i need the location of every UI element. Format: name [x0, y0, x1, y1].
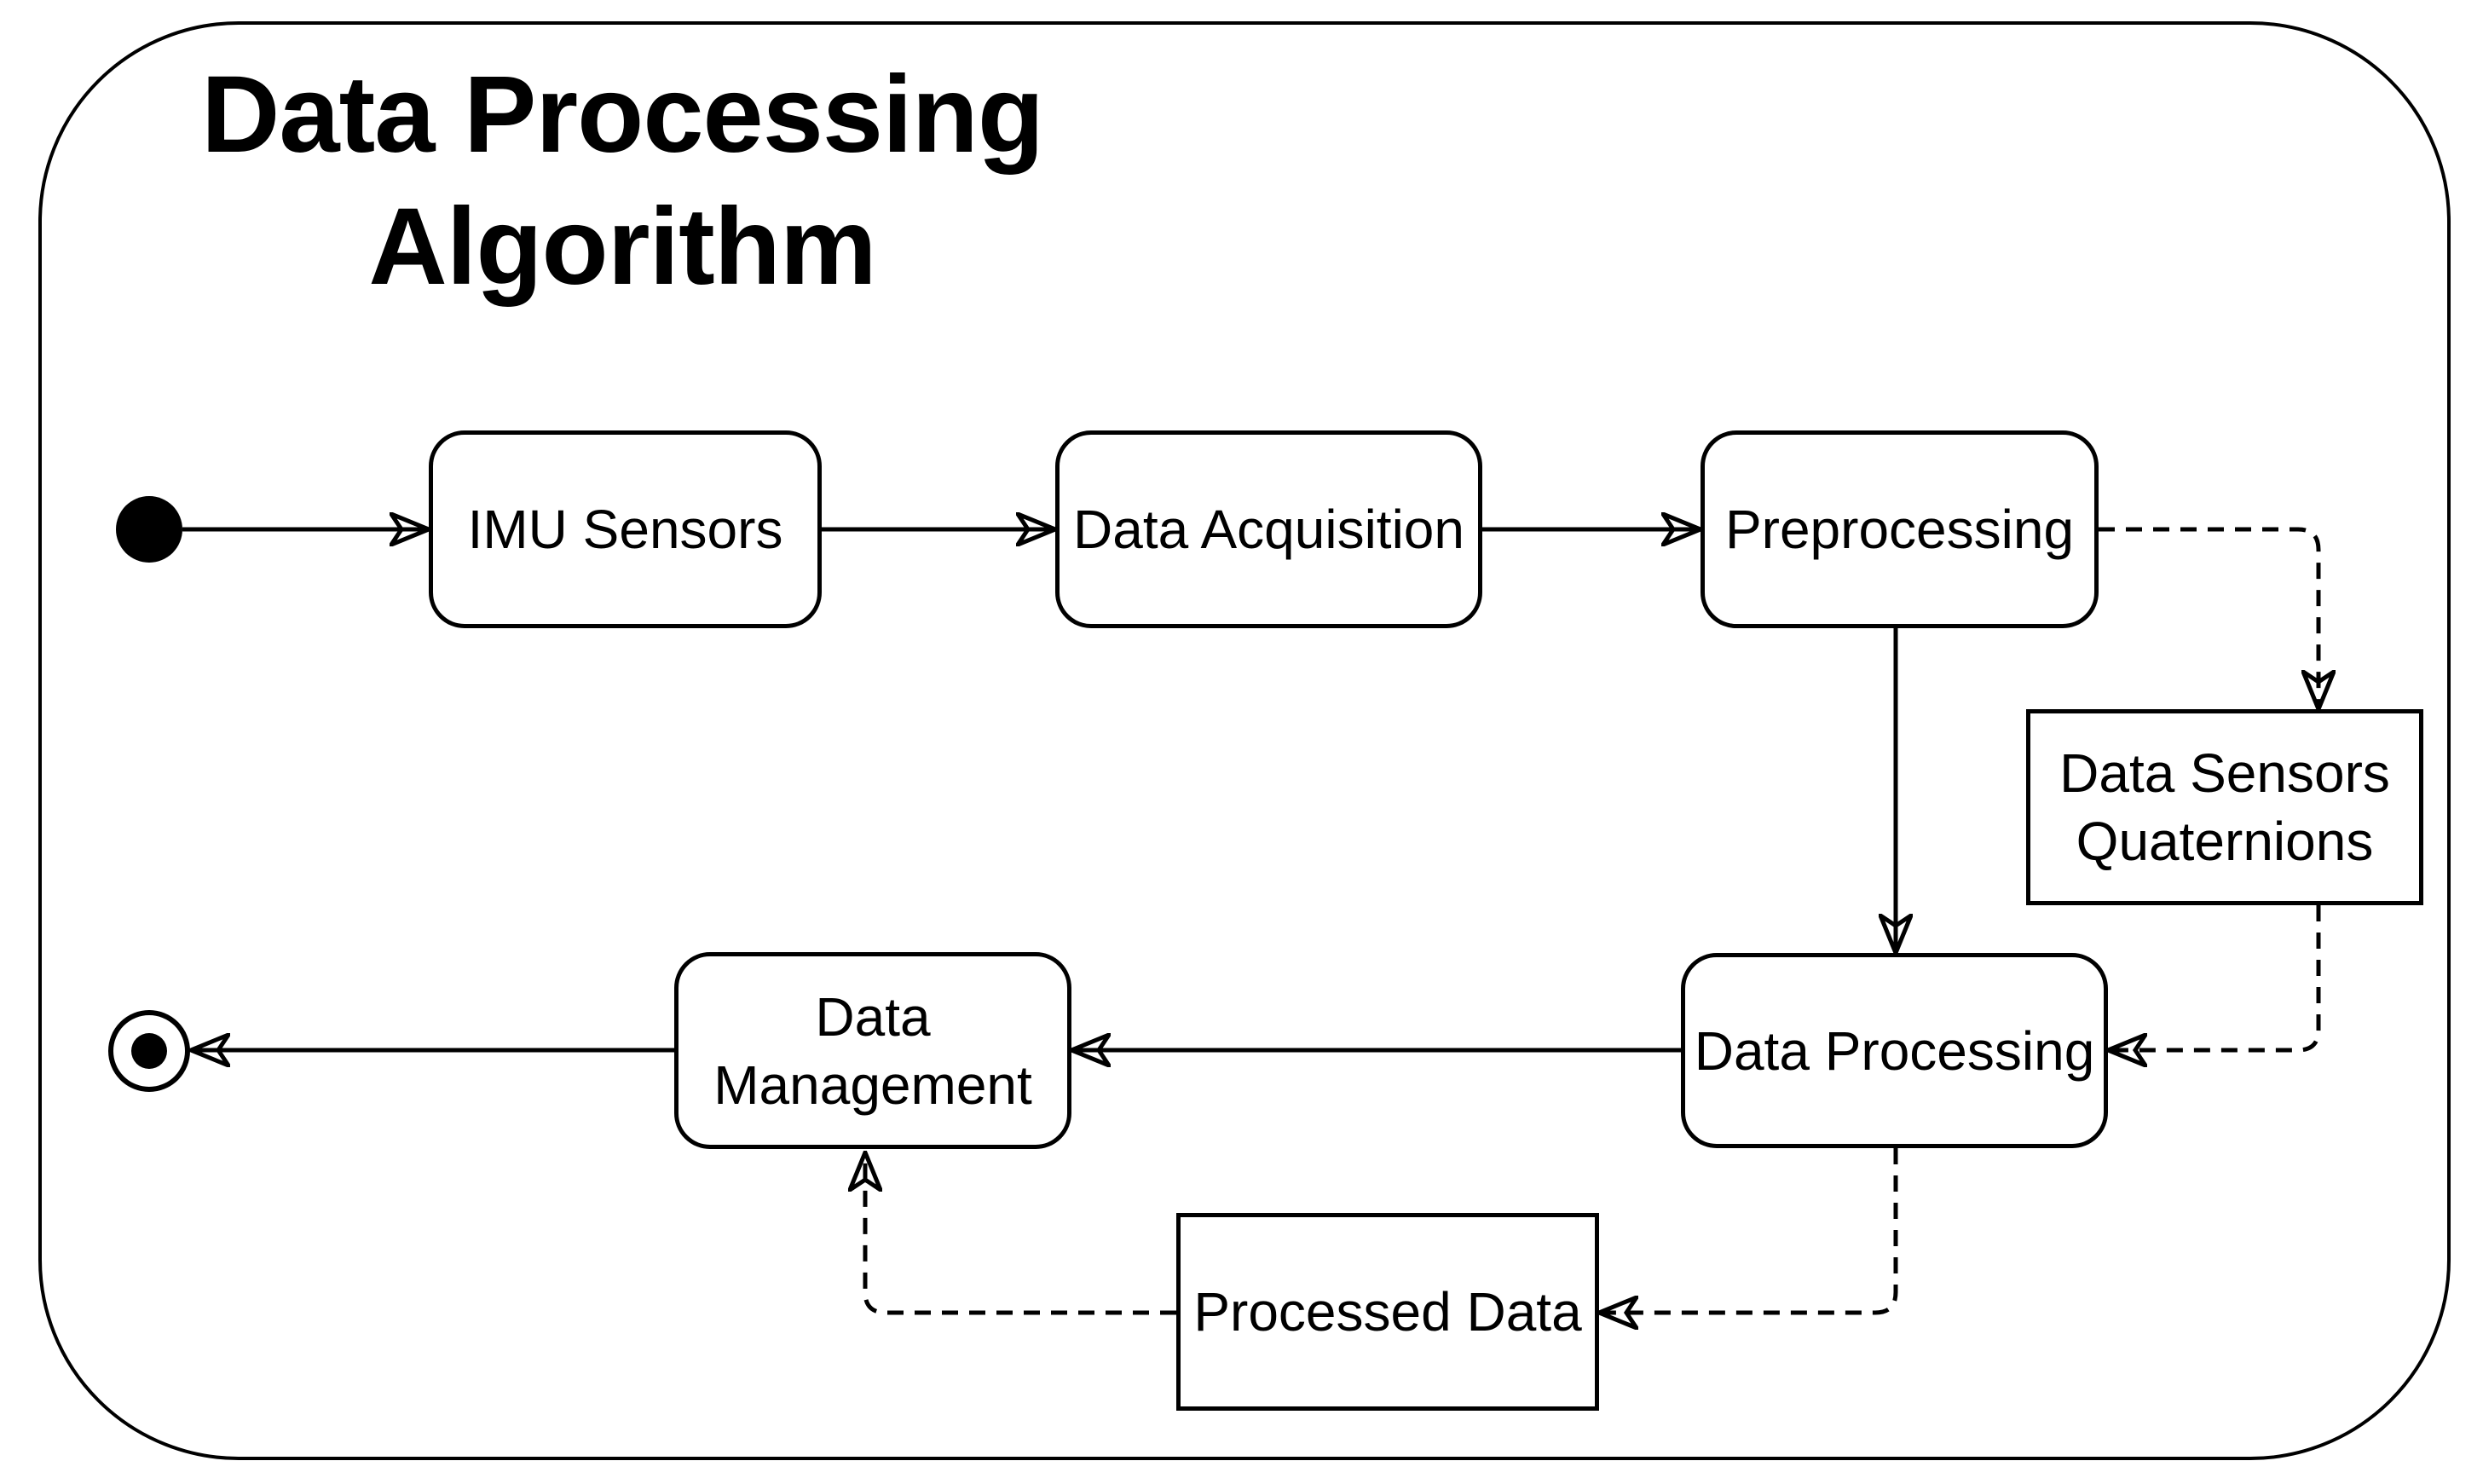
activity-preprocessing: Preprocessing [1701, 430, 2099, 628]
final-state-node [108, 1010, 190, 1092]
object-data-sensors-quaternions: Data Sensors Quaternions [2026, 709, 2423, 905]
activity-imu-sensors-label: IMU Sensors [467, 499, 783, 560]
activity-data-acquisition-label: Data Acquisition [1073, 499, 1464, 560]
diagram-title: Data Processing Algorithm [200, 54, 1044, 308]
final-state-inner-dot [131, 1033, 167, 1069]
activity-data-processing: Data Processing [1681, 953, 2108, 1148]
activity-preprocessing-label: Preprocessing [1724, 499, 2075, 560]
object-processed-data: Processed Data [1176, 1213, 1599, 1411]
activity-data-processing-label: Data Processing [1694, 1019, 2095, 1082]
activity-data-management-label: Data Management [713, 985, 1032, 1116]
object-processed-data-label: Processed Data [1193, 1281, 1582, 1343]
diagram-border [38, 21, 2451, 1460]
activity-data-management: Data Management [674, 952, 1071, 1149]
activity-data-acquisition: Data Acquisition [1055, 430, 1482, 628]
initial-state-node [116, 496, 182, 563]
activity-imu-sensors: IMU Sensors [429, 430, 822, 628]
object-data-sensors-quaternions-label: Data Sensors Quaternions [2059, 742, 2390, 872]
